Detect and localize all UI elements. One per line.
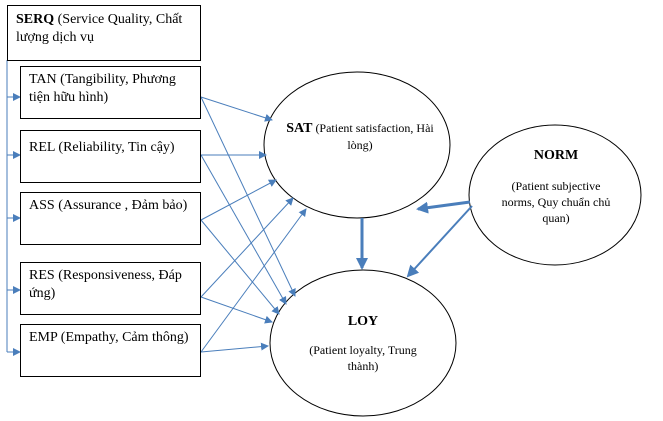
tan-desc: (Tangibility, Phương tiện hữu hình)	[29, 72, 176, 105]
ass-box: ASS (Assurance , Đảm bảo)	[20, 192, 201, 245]
res-abbr: RES	[29, 268, 55, 283]
arrow-res-loy	[200, 296, 273, 324]
arrow-emp-loy	[200, 342, 269, 353]
sat-ellipse	[263, 71, 451, 219]
loy-abbr: LOY	[347, 314, 379, 329]
ass-desc: (Assurance , Đảm bảo)	[58, 198, 188, 213]
arrow-tan-loy	[200, 96, 296, 297]
arrow-emp-sat	[200, 208, 307, 353]
res-desc: (Responsiveness, Đáp ứng)	[29, 268, 182, 301]
serq-desc: (Service Quality, Chất lượng dịch vụ	[16, 12, 183, 45]
loy-label: LOY (Patient loyalty, Trung thành)	[298, 314, 428, 374]
arrow-ass-loy	[200, 219, 280, 315]
arrow-res-sat	[200, 197, 294, 298]
arrow-rel-loy	[200, 154, 287, 305]
sat-label: SAT (Patient satisfaction, Hài lòng)	[285, 120, 435, 153]
loy-ellipse	[269, 269, 457, 417]
norm-ellipse	[468, 124, 642, 266]
res-box: RES (Responsiveness, Đáp ứng)	[20, 262, 201, 315]
sat-abbr: SAT	[286, 121, 313, 136]
rel-box: REL (Reliability, Tin cậy)	[20, 130, 201, 183]
rel-desc: (Reliability, Tin cậy)	[58, 140, 175, 155]
norm-abbr: NORM	[533, 148, 579, 163]
ass-abbr: ASS	[29, 198, 55, 213]
emp-box: EMP (Empathy, Cảm thông)	[20, 324, 201, 377]
serq-abbr: SERQ	[16, 12, 55, 27]
loy-desc: (Patient loyalty, Trung thành)	[309, 343, 417, 373]
norm-desc: (Patient subjective norms, Quy chuẩn chủ…	[501, 179, 611, 225]
tan-abbr: TAN	[29, 72, 57, 87]
tan-box: TAN (Tangibility, Phương tiện hữu hình)	[20, 66, 201, 119]
sat-desc: (Patient satisfaction, Hài lòng)	[315, 121, 434, 152]
serq-box: SERQ (Service Quality, Chất lượng dịch v…	[7, 5, 201, 61]
arrow-norm-sat	[416, 200, 471, 214]
arrow-norm-loy	[406, 205, 473, 278]
rel-abbr: REL	[29, 140, 55, 155]
norm-label: NORM (Patient subjective norms, Quy chuẩ…	[500, 148, 612, 226]
arrow-tan-sat	[200, 96, 273, 122]
emp-desc: (Empathy, Cảm thông)	[60, 330, 189, 345]
arrow-ass-sat	[200, 179, 277, 221]
emp-abbr: EMP	[29, 330, 58, 345]
